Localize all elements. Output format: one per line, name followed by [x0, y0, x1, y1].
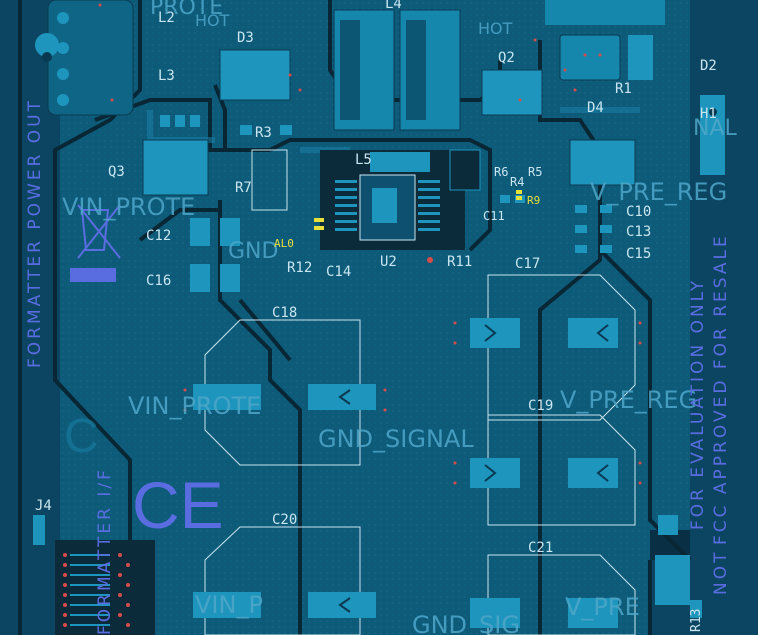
- refdes-c10: C10: [626, 204, 651, 220]
- refdes-r6: R6: [494, 165, 508, 179]
- capacitor-polarity: [338, 324, 609, 613]
- ce-mark: CE: [132, 468, 224, 542]
- silk-formatter-power-out: FORMATTER POWER OUT: [25, 98, 45, 368]
- top-components: [35, 0, 725, 211]
- refdes-d3: D3: [237, 30, 254, 46]
- refdes-c14: C14: [326, 264, 351, 280]
- net-label-vin-protected-1: VIN_PROTE: [62, 193, 195, 221]
- refdes-d2: D2: [700, 58, 717, 74]
- refdes-l3: L3: [158, 68, 175, 84]
- refdes-c15: C15: [626, 246, 651, 262]
- refdes-u2: U2: [380, 254, 397, 270]
- refdes-d4: D4: [587, 100, 604, 116]
- refdes-c19: C19: [528, 398, 553, 414]
- refdes-r4: R4: [510, 175, 524, 189]
- highlighted-parts: [314, 190, 522, 230]
- weee-icon: [77, 204, 121, 259]
- refdes-c13: C13: [626, 224, 651, 240]
- refdes-c21: C21: [528, 540, 553, 556]
- ic-u2: [320, 149, 481, 263]
- refdes-r11: R11: [447, 254, 472, 270]
- refdes-l4: L4: [385, 0, 402, 12]
- vias: [98, 3, 642, 485]
- refdes-r9: R9: [527, 194, 540, 207]
- silk-fcc-approved: FCC APPROVED FOR RESALE: [711, 233, 731, 545]
- refdes-c17: C17: [515, 256, 540, 272]
- silk-evaluation-only: FOR EVALUATION ONLY: [688, 278, 708, 530]
- refdes-h1: H1: [700, 106, 717, 122]
- silk-formatter-if: FORMATTER I/F: [95, 467, 115, 635]
- net-label-vin-protected-2: VIN_PROTE: [128, 392, 261, 420]
- capacitor-pads: [193, 318, 618, 628]
- refdes-r1: R1: [615, 81, 632, 97]
- connector-j4: [55, 540, 155, 635]
- copper-c-mark: C: [64, 410, 99, 463]
- refdes-r3: R3: [255, 125, 272, 141]
- net-label-gnd: GND: [228, 239, 278, 264]
- net-label-v-pre-reg-1: V_PRE_REG: [590, 178, 727, 206]
- net-label-v-pre-reg-2: V_PRE_REG: [560, 386, 697, 414]
- refdes-c11: C11: [483, 209, 505, 223]
- net-label-nal: NAL: [693, 116, 738, 141]
- net-label-gnd-signal-1: GND_SIGNAL: [318, 425, 474, 453]
- net-label-hot-2: HOT: [478, 19, 513, 38]
- refdes-r7: R7: [235, 180, 252, 196]
- refdes-al0: AL0: [274, 237, 294, 250]
- refdes-r12: R12: [287, 260, 312, 276]
- refdes-q3: Q3: [108, 164, 125, 180]
- net-label-v-pre-reg-3: V_PRE: [565, 593, 640, 621]
- net-label-vin-protected-3: VIN_P: [195, 591, 263, 619]
- refdes-c18: C18: [272, 305, 297, 321]
- silk-not: NOT: [711, 550, 731, 595]
- weee-bar: [70, 268, 116, 282]
- refdes-q2: Q2: [498, 50, 515, 66]
- refdes-l2: L2: [158, 10, 175, 26]
- refdes-r5: R5: [528, 165, 542, 179]
- net-label-gnd-signal-2: GND_SIG: [412, 611, 520, 635]
- refdes-j4: J4: [35, 498, 52, 514]
- refdes-c20: C20: [272, 512, 297, 528]
- refdes-c12: C12: [146, 228, 171, 244]
- net-label-hot-1: HOT: [195, 11, 230, 30]
- refdes-c16: C16: [146, 273, 171, 289]
- net-label-prote: PROTE: [150, 0, 223, 20]
- refdes-r13: R13: [689, 609, 704, 632]
- refdes-l5: L5: [355, 152, 372, 168]
- passive-pads: [33, 115, 702, 618]
